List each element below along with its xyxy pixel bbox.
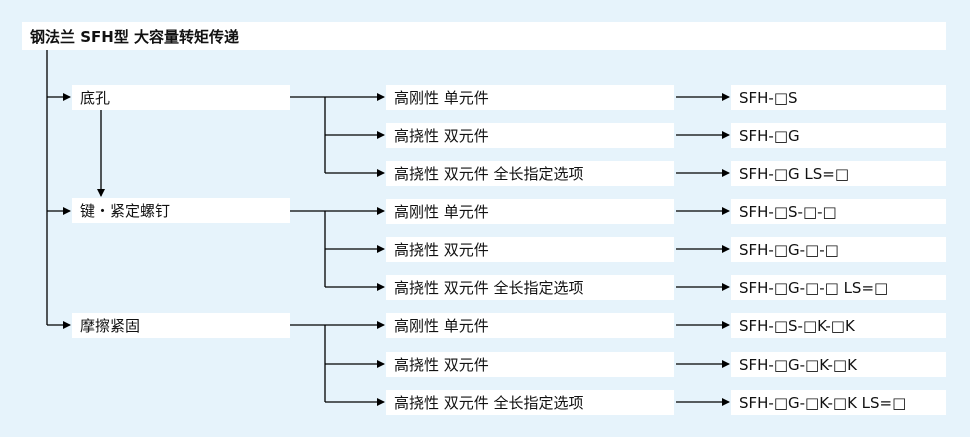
code-box: SFH-□G-□-□ bbox=[731, 237, 946, 262]
code-box: SFH-□G-□K-□K bbox=[731, 352, 946, 377]
type-box: 高挠性 双元件 全长指定选项 bbox=[386, 161, 674, 186]
type-box: 高刚性 单元件 bbox=[386, 199, 674, 224]
code-box: SFH-□S bbox=[731, 85, 946, 110]
type-box: 高刚性 单元件 bbox=[386, 313, 674, 338]
type-box: 高挠性 双元件 bbox=[386, 237, 674, 262]
code-box: SFH-□S-□-□ bbox=[731, 199, 946, 224]
code-box: SFH-□G bbox=[731, 123, 946, 148]
type-box: 高挠性 双元件 全长指定选项 bbox=[386, 390, 674, 415]
diagram-title: 钢法兰 SFH型 大容量转矩传递 bbox=[22, 22, 946, 50]
type-box: 高挠性 双元件 全长指定选项 bbox=[386, 275, 674, 300]
type-box: 高挠性 双元件 bbox=[386, 352, 674, 377]
group-box-friction: 摩擦紧固 bbox=[72, 313, 290, 338]
type-box: 高刚性 单元件 bbox=[386, 85, 674, 110]
code-box: SFH-□G-□-□ LS=□ bbox=[731, 275, 946, 300]
group-box-key-setscrew: 键・紧定螺钉 bbox=[72, 198, 290, 223]
code-box: SFH-□G LS=□ bbox=[731, 161, 946, 186]
type-box: 高挠性 双元件 bbox=[386, 123, 674, 148]
code-box: SFH-□G-□K-□K LS=□ bbox=[731, 390, 946, 415]
code-box: SFH-□S-□K-□K bbox=[731, 313, 946, 338]
group-box-bore: 底孔 bbox=[72, 85, 290, 110]
